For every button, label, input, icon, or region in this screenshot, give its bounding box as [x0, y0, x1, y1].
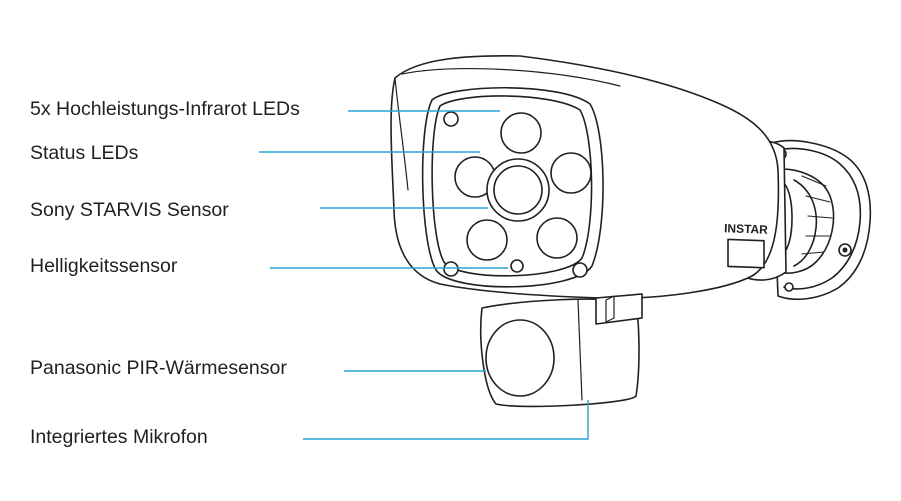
callout-label-status-leds: Status LEDs	[30, 142, 139, 164]
camera-illustration	[390, 55, 872, 408]
leader-lines	[259, 110, 589, 440]
pir-lens	[485, 319, 555, 397]
callout-label-image-sensor: Sony STARVIS Sensor	[30, 199, 229, 221]
status-led-bottom-right	[572, 262, 588, 278]
status-led-bottom-left	[443, 261, 459, 277]
callout-label-light-sensor: Helligkeitssensor	[30, 255, 178, 277]
light-sensor-dot	[510, 259, 524, 273]
ir-led-top	[500, 112, 542, 154]
callout-label-pir-sensor: Panasonic PIR-Wärmesensor	[30, 357, 287, 379]
brand-plate	[727, 238, 765, 269]
lens-inner	[493, 165, 543, 215]
callout-label-ir-leds: 5x Hochleistungs-Infrarot LEDs	[30, 98, 300, 120]
ir-led-bottom-right	[536, 217, 578, 259]
wall-mount	[771, 139, 872, 301]
mount-clip	[595, 293, 643, 325]
status-led-top-left	[443, 111, 459, 127]
leader-line-microphone	[303, 400, 589, 440]
ir-led-bottom-left	[466, 219, 508, 261]
ir-led-right	[550, 152, 592, 194]
callout-label-microphone: Integriertes Mikrofon	[30, 426, 208, 448]
brand-logo: INSTAR	[724, 221, 769, 237]
